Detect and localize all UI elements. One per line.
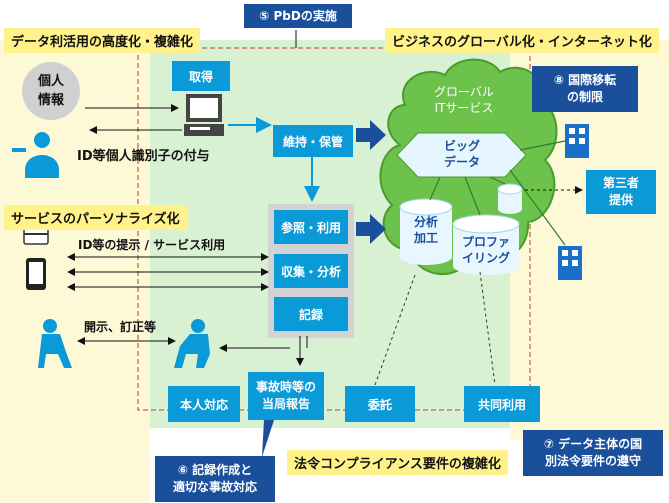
building-icon-top [565, 124, 589, 158]
pbd-badge: ⑤ PbDの実施 [244, 4, 352, 28]
person-icon-top [12, 132, 59, 178]
bigdata-label: ビッグデータ [443, 139, 480, 169]
disclose-text: 開示、訂正等 [84, 320, 157, 334]
label-data-complex: データ利活用の高度化・複雑化 [4, 28, 201, 53]
label-compliance: 法令コンプライアンス要件の複雑化 [287, 450, 508, 475]
profiling-label: プロファイリング [461, 235, 510, 265]
self-response-box: 本人対応 [168, 386, 240, 422]
joint-use-box: 共同利用 [464, 386, 540, 422]
profiling-cylinder [452, 214, 520, 275]
personal-info-circle [22, 62, 80, 120]
third-party-box: 第三者提供 [586, 170, 656, 214]
phone-icon [26, 258, 46, 290]
card-icon [23, 227, 49, 245]
transfer-badge: ⑧ 国際移転の制限 [532, 66, 638, 112]
analysis-label: 分析加工 [413, 215, 438, 245]
maintain-box: 維持・保管 [273, 125, 353, 157]
authority-box: 事故時等の当局報告 [248, 372, 324, 420]
consign-box: 委託 [345, 386, 415, 422]
label-personalize: サービスのパーソナライズ化 [4, 205, 187, 230]
bigdata-hex [396, 132, 527, 178]
label-global: ビジネスのグローバル化・インターネット化 [385, 28, 659, 53]
computer-icon [184, 94, 224, 136]
collect-box: 収集・分析 [274, 254, 348, 288]
country-badge: ⑦ データ主体の国別法令要件の遵守 [523, 430, 663, 476]
building-icon-bottom [558, 246, 582, 280]
id-provide-text: ID等の提示 / サービス利用 [78, 238, 226, 252]
small-cylinder [497, 183, 523, 214]
id-assign-text: ID等個人識別子の付与 [77, 149, 210, 164]
person-icon-left [38, 319, 72, 368]
acquire-box: 取得 [172, 61, 230, 91]
person-icon-right [174, 319, 210, 368]
personal-info-label: 個人情報 [37, 74, 64, 108]
pbd-boundary [137, 47, 531, 411]
analysis-cylinder [399, 198, 453, 265]
reference-box: 参照・利用 [274, 210, 348, 244]
record-box: 記録 [274, 297, 348, 331]
record-badge: ⑥ 記録作成と適切な事故対応 [155, 456, 275, 502]
